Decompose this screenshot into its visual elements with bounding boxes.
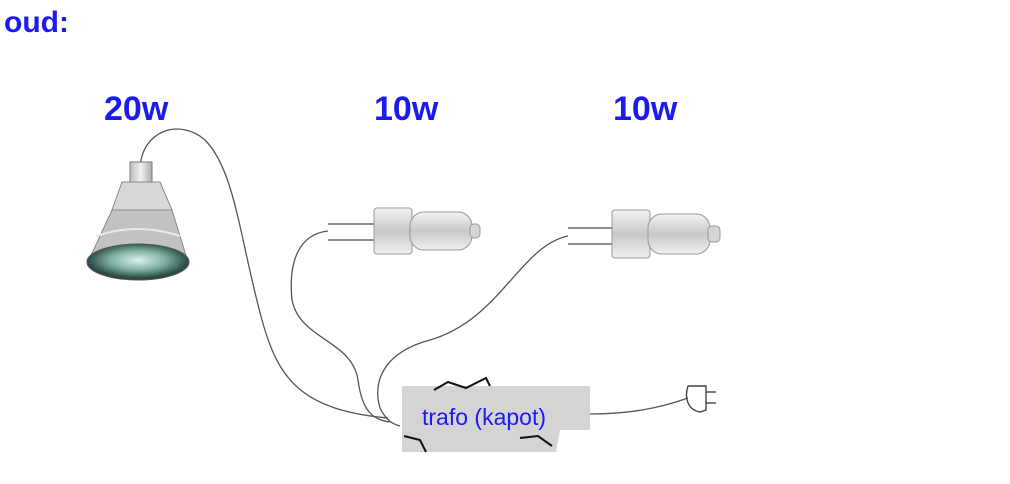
wire-lamp1: [139, 128, 389, 419]
wires: [139, 128, 689, 427]
wire-plug: [589, 397, 689, 415]
lamp-1-watt-label: 20w: [104, 90, 169, 128]
heading: oud:: [4, 6, 69, 39]
wire-lamp2: [290, 230, 391, 423]
lamp-1-spot-bulb-icon: [86, 161, 190, 281]
transformer-box: [402, 376, 590, 453]
lamp-2-watt-label: 10w: [374, 90, 439, 128]
lamp-2-capsule-bulb-icon: [328, 207, 481, 255]
transformer-label: trafo (kapot): [422, 404, 546, 430]
wire-lamp3: [377, 235, 569, 427]
lamp-3-capsule-bulb-icon: [568, 209, 721, 259]
plug-icon: [685, 385, 716, 413]
lamp-3-watt-label: 10w: [613, 90, 678, 128]
